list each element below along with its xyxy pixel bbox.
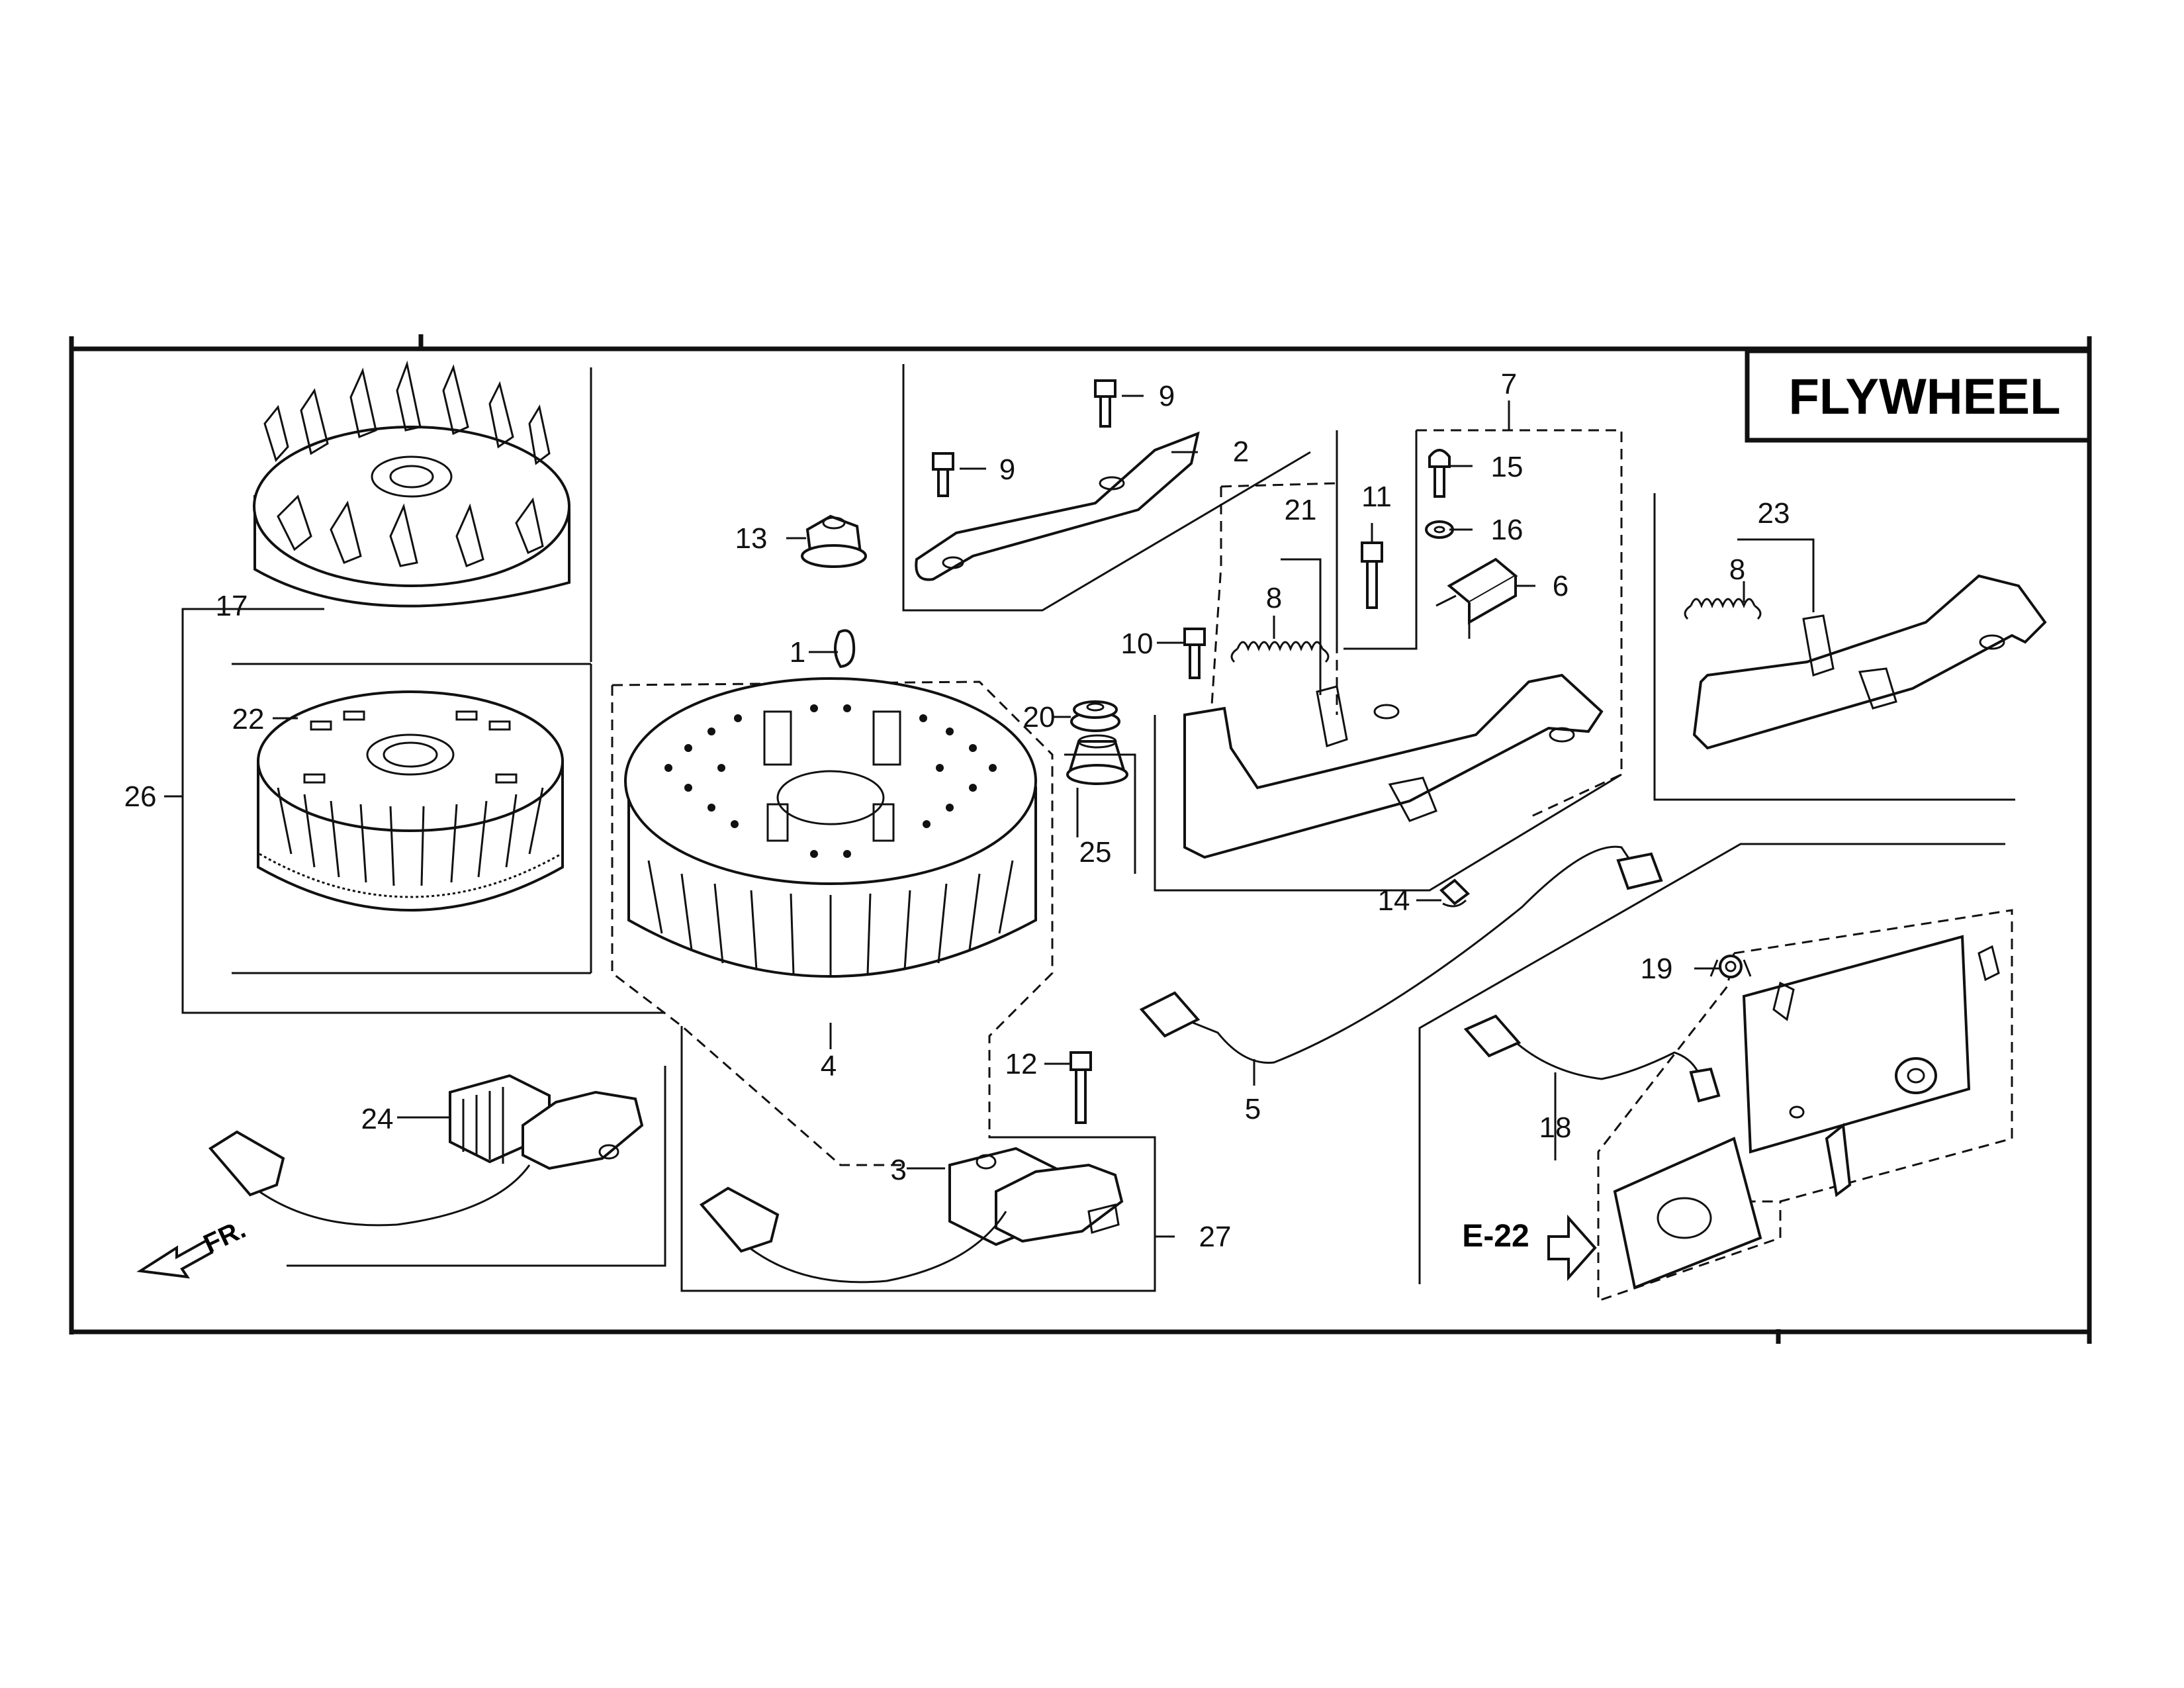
group-4-outline [611,680,1054,1166]
control-plate-outline [1597,909,2013,1303]
callout-25: 25 [1079,836,1112,868]
governor-arm-23 [1692,574,2047,750]
callout-2: 2 [1233,436,1249,468]
group-21-bracket [1281,430,1418,695]
diagram-title: FLYWHEEL [1789,369,2061,425]
clip-14 [1439,878,1471,908]
bolt-15 [1428,449,1451,498]
group-25-bracket [1064,753,1136,874]
callout-4: 4 [821,1050,837,1082]
switch-6 [1435,557,1518,639]
bolt-12 [1069,1051,1092,1124]
callout-19: 19 [1641,953,1673,985]
ignition-coil-24 [208,1074,644,1227]
bracket-2 [915,431,1200,581]
callouts: 1 2 3 4 5 6 7 8 8 9 9 10 11 12 13 14 15 … [124,368,1790,1253]
callout-1: 1 [790,636,805,669]
callout-6: 6 [1553,570,1569,602]
front-marker: FR. [136,1215,250,1279]
bolt-9-lower [932,452,954,497]
nut-13 [801,514,867,568]
reference-label: E-22 [1462,1219,1529,1254]
callout-7: 7 [1501,368,1517,400]
ignition-coil-3 [699,1147,1124,1284]
callout-8-right: 8 [1729,553,1745,586]
clip-19 [1709,955,1752,978]
bolt-10 [1183,628,1206,679]
spring-8-center [1230,641,1330,663]
group-27-box [680,1026,1175,1292]
control-plate [1613,935,2000,1289]
group-18-box [1418,843,2005,1284]
wire-5 [1139,845,1663,1064]
key-1 [834,629,856,669]
leader-lines [273,395,1745,1170]
callout-3: 3 [891,1154,907,1186]
callout-5: 5 [1245,1093,1261,1125]
callout-21: 21 [1285,494,1317,526]
bolt-9-upper [1094,379,1116,428]
callout-23: 23 [1758,497,1790,530]
callout-9-upper: 9 [1159,380,1175,412]
group-2-outline [902,364,1311,612]
callout-17: 17 [216,590,248,622]
flywheel-4 [624,677,1037,978]
callout-14: 14 [1378,884,1410,917]
flywheel-22 [257,690,564,912]
callout-15: 15 [1491,451,1524,483]
governor-arm-21 [1183,673,1604,859]
cap-25 [1066,734,1128,785]
bracket-7-outline [1154,715,1622,892]
grommet-20 [1070,700,1120,732]
bolt-11 [1361,541,1383,609]
callout-22: 22 [232,703,265,735]
group-24-box [287,1066,666,1267]
wire-18 [1463,1014,1721,1103]
callout-9-lower: 9 [999,453,1015,486]
callout-16: 16 [1491,514,1524,546]
flywheel-17 [253,360,570,608]
callout-11: 11 [1361,481,1392,513]
callout-12: 12 [1005,1048,1038,1080]
callout-27: 27 [1199,1221,1232,1253]
group-23-box [1653,493,2015,801]
callout-8-center: 8 [1266,582,1282,614]
callout-18: 18 [1539,1111,1572,1144]
spring-8-right [1684,598,1762,620]
callout-10: 10 [1121,628,1154,660]
callout-24: 24 [361,1103,394,1135]
callout-13: 13 [735,522,768,555]
callout-26: 26 [124,780,157,813]
group-26-bracket [164,367,665,1014]
callout-20: 20 [1023,701,1056,733]
title-box: FLYWHEEL [1745,348,2092,443]
washer-16 [1425,520,1454,539]
reference-arrow: E-22 [1462,1214,1597,1282]
